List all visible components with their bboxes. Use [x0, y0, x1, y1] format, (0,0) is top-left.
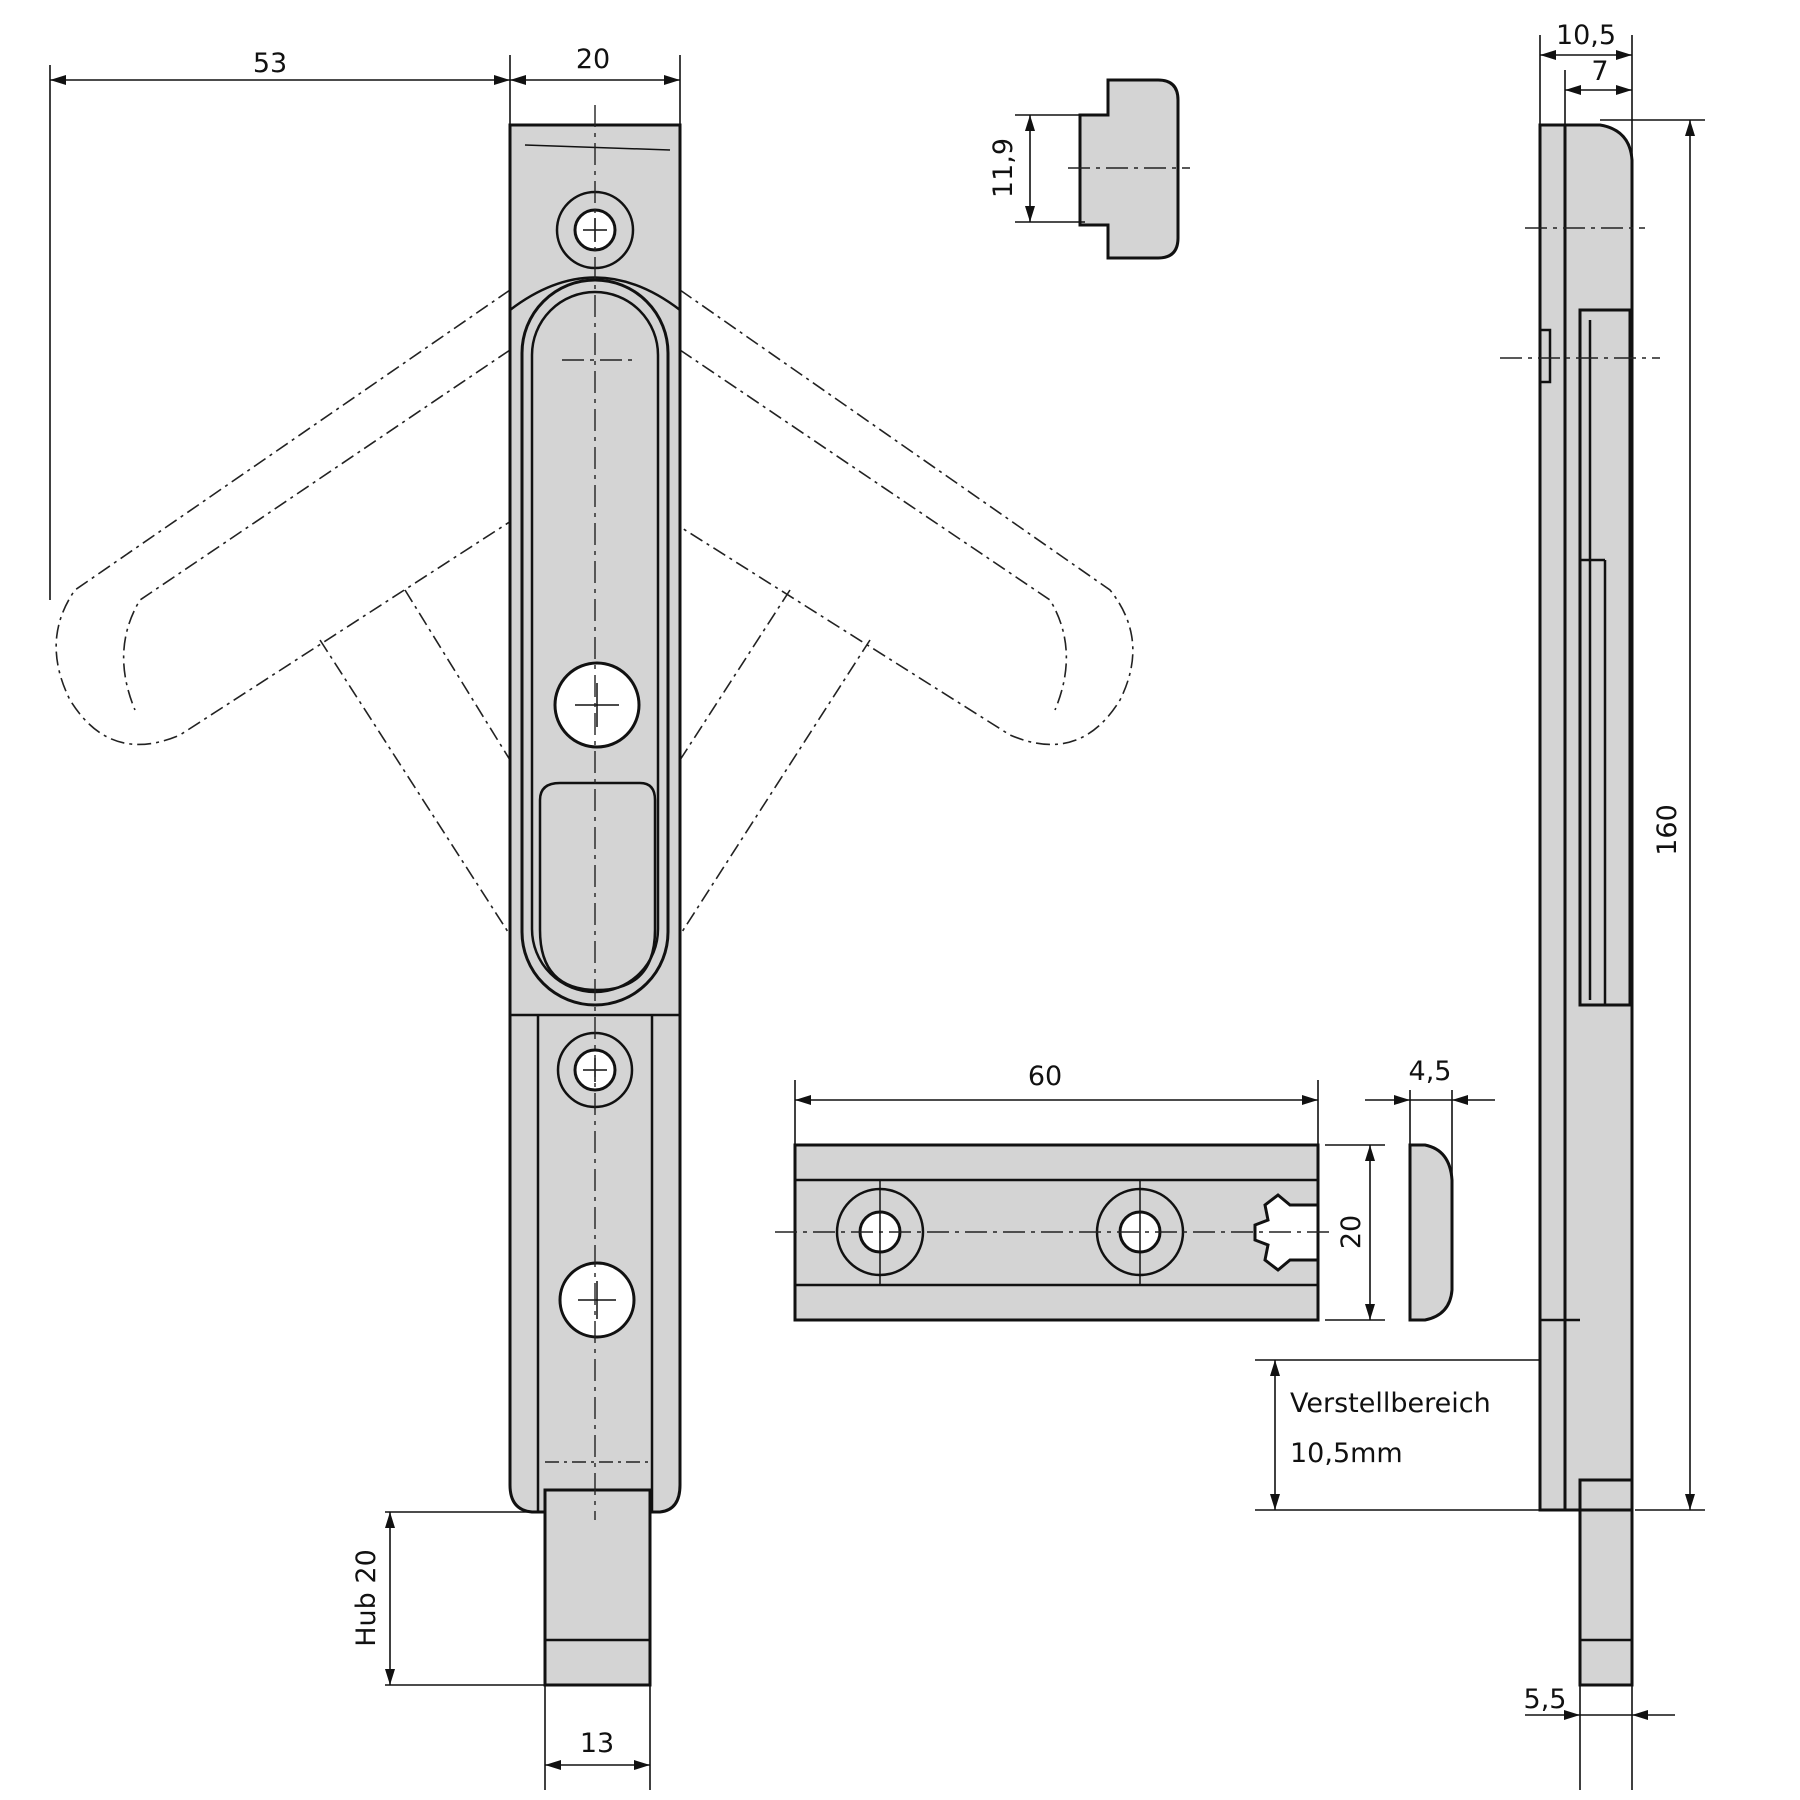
- adjust-range-value: 10,5mm: [1290, 1438, 1403, 1469]
- dim-4-5: 4,5: [1409, 1056, 1452, 1087]
- spindle-hole: [553, 661, 641, 749]
- dim-20-top: 20: [576, 44, 610, 75]
- dim-160: 160: [1652, 804, 1683, 856]
- adjust-range-label: Verstellbereich: [1290, 1388, 1491, 1419]
- grip-recess: [538, 781, 657, 992]
- dimension-lines: [49, 35, 1705, 1790]
- dim-11-9: 11,9: [988, 138, 1019, 198]
- dim-53: 53: [253, 48, 287, 79]
- bolt-tip: [543, 1488, 652, 1687]
- side-view: [1500, 123, 1660, 1687]
- screw-hole-bottom: [558, 1261, 636, 1339]
- dim-hub-20: Hub 20: [351, 1549, 382, 1647]
- dim-60: 60: [1028, 1061, 1062, 1092]
- dim-13: 13: [580, 1728, 614, 1759]
- dim-5-5: 5,5: [1524, 1684, 1567, 1715]
- dimension-labels: 53 20 11,9 10,5 7 160 60 4,5 20 Hub 20 1…: [253, 20, 1683, 1759]
- strike-plate-view: [775, 1143, 1454, 1322]
- end-cap-view: [1068, 78, 1190, 260]
- dim-20-side: 20: [1336, 1215, 1367, 1249]
- dim-7: 7: [1591, 56, 1608, 87]
- front-view: [55, 105, 1134, 1687]
- dim-10-5: 10,5: [1556, 20, 1616, 51]
